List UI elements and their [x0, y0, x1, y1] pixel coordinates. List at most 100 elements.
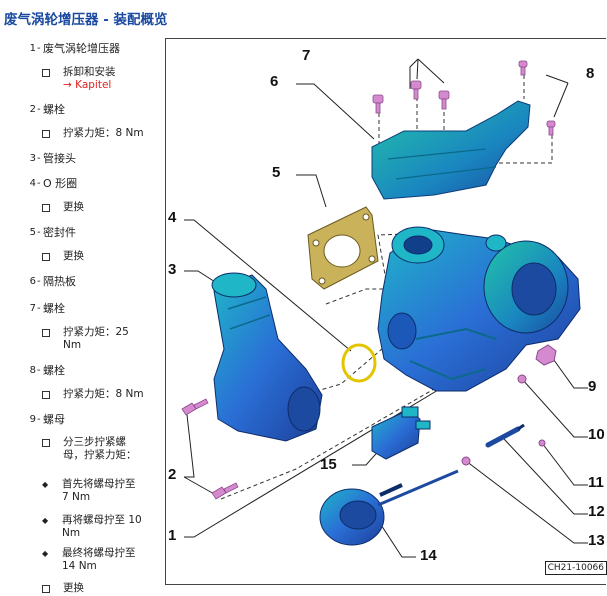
callout-3: 3 — [168, 261, 177, 278]
legend-sub-text: 母，拧紧力矩： — [63, 449, 137, 461]
bullet-text: 14 Nm — [62, 560, 97, 572]
checkbox-square-icon — [42, 69, 50, 77]
legend-dash: - — [37, 178, 41, 189]
checkbox-square-icon — [42, 439, 50, 447]
legend-sub-text: 更换 — [63, 201, 84, 213]
solenoid-valve — [371, 406, 431, 460]
bullet-text: Nm — [62, 527, 81, 539]
kapitel-link[interactable]: → Kapitel — [63, 79, 112, 91]
callout-5: 5 — [272, 164, 281, 181]
bullet-text: 再将螺母拧至 10 — [62, 514, 142, 526]
legend-sub-text: 拧紧力矩：8 Nm — [63, 388, 144, 400]
diamond-bullet-icon: ◆ — [42, 480, 49, 489]
legend-sub-text: 更换 — [63, 582, 84, 594]
callout-13: 13 — [588, 532, 605, 549]
connecting-rod — [485, 423, 525, 448]
legend-sub-2: 拧紧力矩：8 Nm — [42, 127, 162, 141]
legend-number: 4 — [29, 178, 36, 189]
legend-number: 9 — [29, 414, 36, 425]
o-ring — [341, 343, 377, 383]
nut-9 — [535, 344, 557, 366]
legend-sub-text: 拧紧力矩：8 Nm — [63, 127, 144, 139]
callout-14: 14 — [420, 547, 437, 564]
callout-2: 2 — [168, 466, 177, 483]
part-11 — [538, 439, 546, 447]
callout-1: 1 — [168, 527, 177, 544]
legend-dash: - — [37, 303, 41, 314]
legend-bullet-1: ◆ 首先将螺母拧至 7 Nm — [42, 478, 162, 506]
legend-dash: - — [37, 227, 41, 238]
legend-sub-5: 更换 — [42, 250, 162, 264]
legend-sub-text: 拧紧力矩：25 — [63, 326, 129, 338]
legend-label: 螺母 — [43, 413, 65, 426]
callout-9: 9 — [588, 378, 597, 395]
callout-8: 8 — [586, 65, 595, 82]
bullet-text: 7 Nm — [62, 491, 91, 503]
callout-12: 12 — [588, 503, 605, 520]
legend-bullet-2: ◆ 再将螺母拧至 10 Nm — [42, 514, 162, 542]
legend-number: 7 — [29, 303, 36, 314]
pipe-ribs — [227, 296, 271, 330]
bolts-8 — [518, 60, 556, 136]
diamond-bullet-icon: ◆ — [42, 516, 49, 525]
legend-sub-7: 拧紧力矩：25 Nm — [42, 326, 162, 354]
boost-actuator — [319, 469, 459, 546]
bolts-2 — [181, 398, 239, 500]
legend-label: 废气涡轮增压器 — [43, 42, 120, 55]
pipe-outlet — [287, 386, 321, 432]
callout-7: 7 — [302, 47, 311, 64]
legend-number: 5 — [29, 227, 36, 238]
legend-dash: - — [37, 104, 41, 115]
legend-label: 螺栓 — [43, 364, 65, 377]
checkbox-square-icon — [42, 329, 50, 337]
turbocharger — [377, 226, 581, 392]
legend-sub-4: 更换 — [42, 201, 162, 215]
bolts-7 — [372, 80, 450, 114]
callout-15: 15 — [320, 456, 337, 473]
legend-number: 3 — [29, 153, 36, 164]
legend-number: 2 — [29, 104, 36, 115]
legend-label: 螺栓 — [43, 302, 65, 315]
legend-label: 隔热板 — [43, 275, 76, 288]
legend-label: 密封件 — [43, 226, 76, 239]
legend-label: 管接头 — [43, 152, 76, 165]
figure-caption: CH21-10066 — [544, 561, 607, 575]
checkbox-square-icon — [42, 130, 50, 138]
nut-10 — [517, 374, 527, 384]
legend-dash: - — [37, 365, 41, 376]
legend-number: 8 — [29, 365, 36, 376]
legend-bullet-3: ◆ 最终将螺母拧至 14 Nm — [42, 547, 162, 575]
legend-dash: - — [37, 414, 41, 425]
gasket — [307, 206, 379, 290]
heat-shield — [371, 100, 531, 200]
legend-dash: - — [37, 153, 41, 164]
checkbox-square-icon — [42, 204, 50, 212]
diamond-bullet-icon: ◆ — [42, 549, 49, 558]
legend-sub-text: 更换 — [63, 250, 84, 262]
legend-sub-text: Nm — [63, 339, 82, 351]
legend-number: 6 — [29, 276, 36, 287]
legend-number: 1 — [29, 43, 36, 54]
pipe-inlet — [211, 272, 257, 298]
legend-sub-text: 拆卸和安装 — [63, 66, 116, 78]
callout-10: 10 — [588, 426, 605, 443]
legend-dash: - — [37, 43, 41, 54]
checkbox-square-icon — [42, 391, 50, 399]
checkbox-square-icon — [42, 253, 50, 261]
turbocharger-drawing — [181, 58, 588, 558]
legend-dash: - — [37, 276, 41, 287]
callout-4: 4 — [168, 209, 177, 226]
bullet-text: 首先将螺母拧至 — [62, 478, 136, 490]
checkbox-square-icon — [42, 585, 50, 593]
exploded-view-figure: 7 8 6 5 4 3 9 10 2 15 11 12 1 13 14 CH21… — [165, 38, 607, 585]
legend-sub-text: 分三步拧紧螺 — [63, 436, 126, 448]
legend-sub-replace: 更换 — [42, 582, 162, 596]
legend-label: O 形圈 — [43, 177, 78, 190]
heat-shield-detail — [387, 148, 497, 180]
page-title: 废气涡轮增压器 - 装配概览 — [4, 12, 168, 28]
leader-lines — [183, 58, 588, 558]
legend-sub-1: 拆卸和安装 → Kapitel — [42, 66, 162, 94]
legend-sub-8: 拧紧力矩：8 Nm — [42, 388, 162, 402]
legend-sub-9: 分三步拧紧螺 母，拧紧力矩： — [42, 436, 162, 464]
callout-6: 6 — [270, 73, 279, 90]
